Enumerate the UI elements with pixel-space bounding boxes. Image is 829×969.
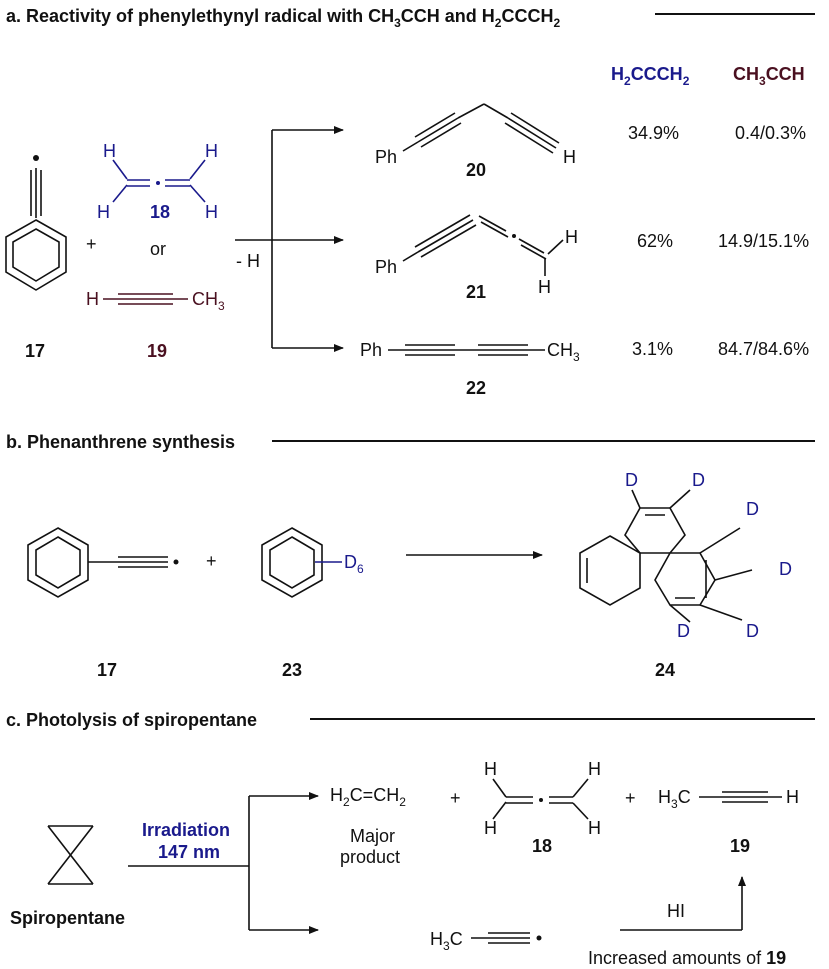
structure-19: H CH3: [86, 289, 225, 313]
or-text: or: [150, 239, 166, 259]
structure-18: H H H H: [97, 141, 218, 222]
structure-24: D D D D D D: [579, 470, 792, 641]
branch-arrows-a: [235, 126, 344, 352]
svg-text:H: H: [538, 277, 551, 297]
svg-text:D6: D6: [344, 552, 364, 576]
yield-22-allene: 3.1%: [632, 339, 673, 359]
structure-22: Ph CH3: [360, 340, 580, 364]
svg-text:H: H: [588, 759, 601, 779]
section-a-title: a. Reactivity of phenylethynyl radical w…: [6, 6, 560, 30]
yield-22-propyne: 84.7/84.6%: [718, 339, 809, 359]
plus-c1: +: [450, 788, 461, 808]
structure-propynyl-radical: H3C: [430, 929, 542, 953]
irradiation-label: Irradiation: [142, 820, 230, 840]
structure-23: D6: [261, 527, 364, 598]
svg-text:H: H: [103, 141, 116, 161]
increased-text: Increased amounts of 19: [588, 948, 786, 968]
structure-17: [5, 155, 67, 291]
svg-text:H: H: [97, 202, 110, 222]
branch-arrows-c: [128, 792, 319, 934]
label-17-b: 17: [97, 660, 117, 680]
section-b: b. Phenanthrene synthesis + 17 D6 23: [6, 432, 815, 680]
structure-18-c: H H H H: [484, 759, 601, 838]
label-20: 20: [466, 160, 486, 180]
svg-text:D: D: [779, 559, 792, 579]
header-allene: H2CCCH2: [611, 64, 690, 88]
svg-text:D: D: [625, 470, 638, 490]
plus-a: +: [86, 234, 97, 254]
svg-text:H: H: [565, 227, 578, 247]
svg-text:CH3: CH3: [547, 340, 580, 364]
svg-text:H: H: [588, 818, 601, 838]
structure-20: Ph H: [375, 103, 576, 167]
structure-19-c: H3C H: [658, 787, 799, 811]
label-24: 24: [655, 660, 675, 680]
svg-text:H: H: [484, 759, 497, 779]
yield-21-propyne: 14.9/15.1%: [718, 231, 809, 251]
header-propyne: CH3CCH: [733, 64, 805, 88]
svg-text:H3C: H3C: [430, 929, 463, 953]
plus-c2: +: [625, 788, 636, 808]
svg-text:D: D: [746, 499, 759, 519]
label-17: 17: [25, 341, 45, 361]
structure-21: Ph H H: [375, 214, 578, 297]
svg-text:H: H: [86, 289, 99, 309]
yield-20-allene: 34.9%: [628, 123, 679, 143]
spiropentane-label: Spiropentane: [10, 908, 125, 928]
svg-text:CH3: CH3: [192, 289, 225, 313]
section-a: a. Reactivity of phenylethynyl radical w…: [5, 6, 815, 398]
yield-20-propyne: 0.4/0.3%: [735, 123, 806, 143]
svg-text:Ph: Ph: [360, 340, 382, 360]
svg-text:H: H: [563, 147, 576, 167]
svg-text:H: H: [205, 141, 218, 161]
section-b-title: b. Phenanthrene synthesis: [6, 432, 235, 452]
svg-text:Ph: Ph: [375, 147, 397, 167]
arrow-hi: [620, 876, 746, 931]
svg-text:H: H: [205, 202, 218, 222]
svg-text:D: D: [677, 621, 690, 641]
plus-b: +: [206, 551, 217, 571]
label-23: 23: [282, 660, 302, 680]
section-c: c. Photolysis of spiropentane Spiropenta…: [6, 710, 815, 968]
wavelength-label: 147 nm: [158, 842, 220, 862]
label-19: 19: [147, 341, 167, 361]
hi-label: HI: [667, 901, 685, 921]
label-18: 18: [150, 202, 170, 222]
svg-text:H: H: [484, 818, 497, 838]
ethylene: H2C=CH2: [330, 785, 406, 809]
label-19-c: 19: [730, 836, 750, 856]
svg-text:D: D: [746, 621, 759, 641]
svg-text:Ph: Ph: [375, 257, 397, 277]
svg-text:H: H: [786, 787, 799, 807]
major-text: Major: [350, 826, 395, 846]
svg-text:H3C: H3C: [658, 787, 691, 811]
product-text: product: [340, 847, 400, 867]
loss-of-h: - H: [236, 251, 260, 271]
label-21: 21: [466, 282, 486, 302]
svg-text:D: D: [692, 470, 705, 490]
structure-17-b: [27, 527, 179, 598]
yield-21-allene: 62%: [637, 231, 673, 251]
section-c-title: c. Photolysis of spiropentane: [6, 710, 257, 730]
label-18-c: 18: [532, 836, 552, 856]
label-22: 22: [466, 378, 486, 398]
structure-spiropentane: [47, 825, 94, 885]
